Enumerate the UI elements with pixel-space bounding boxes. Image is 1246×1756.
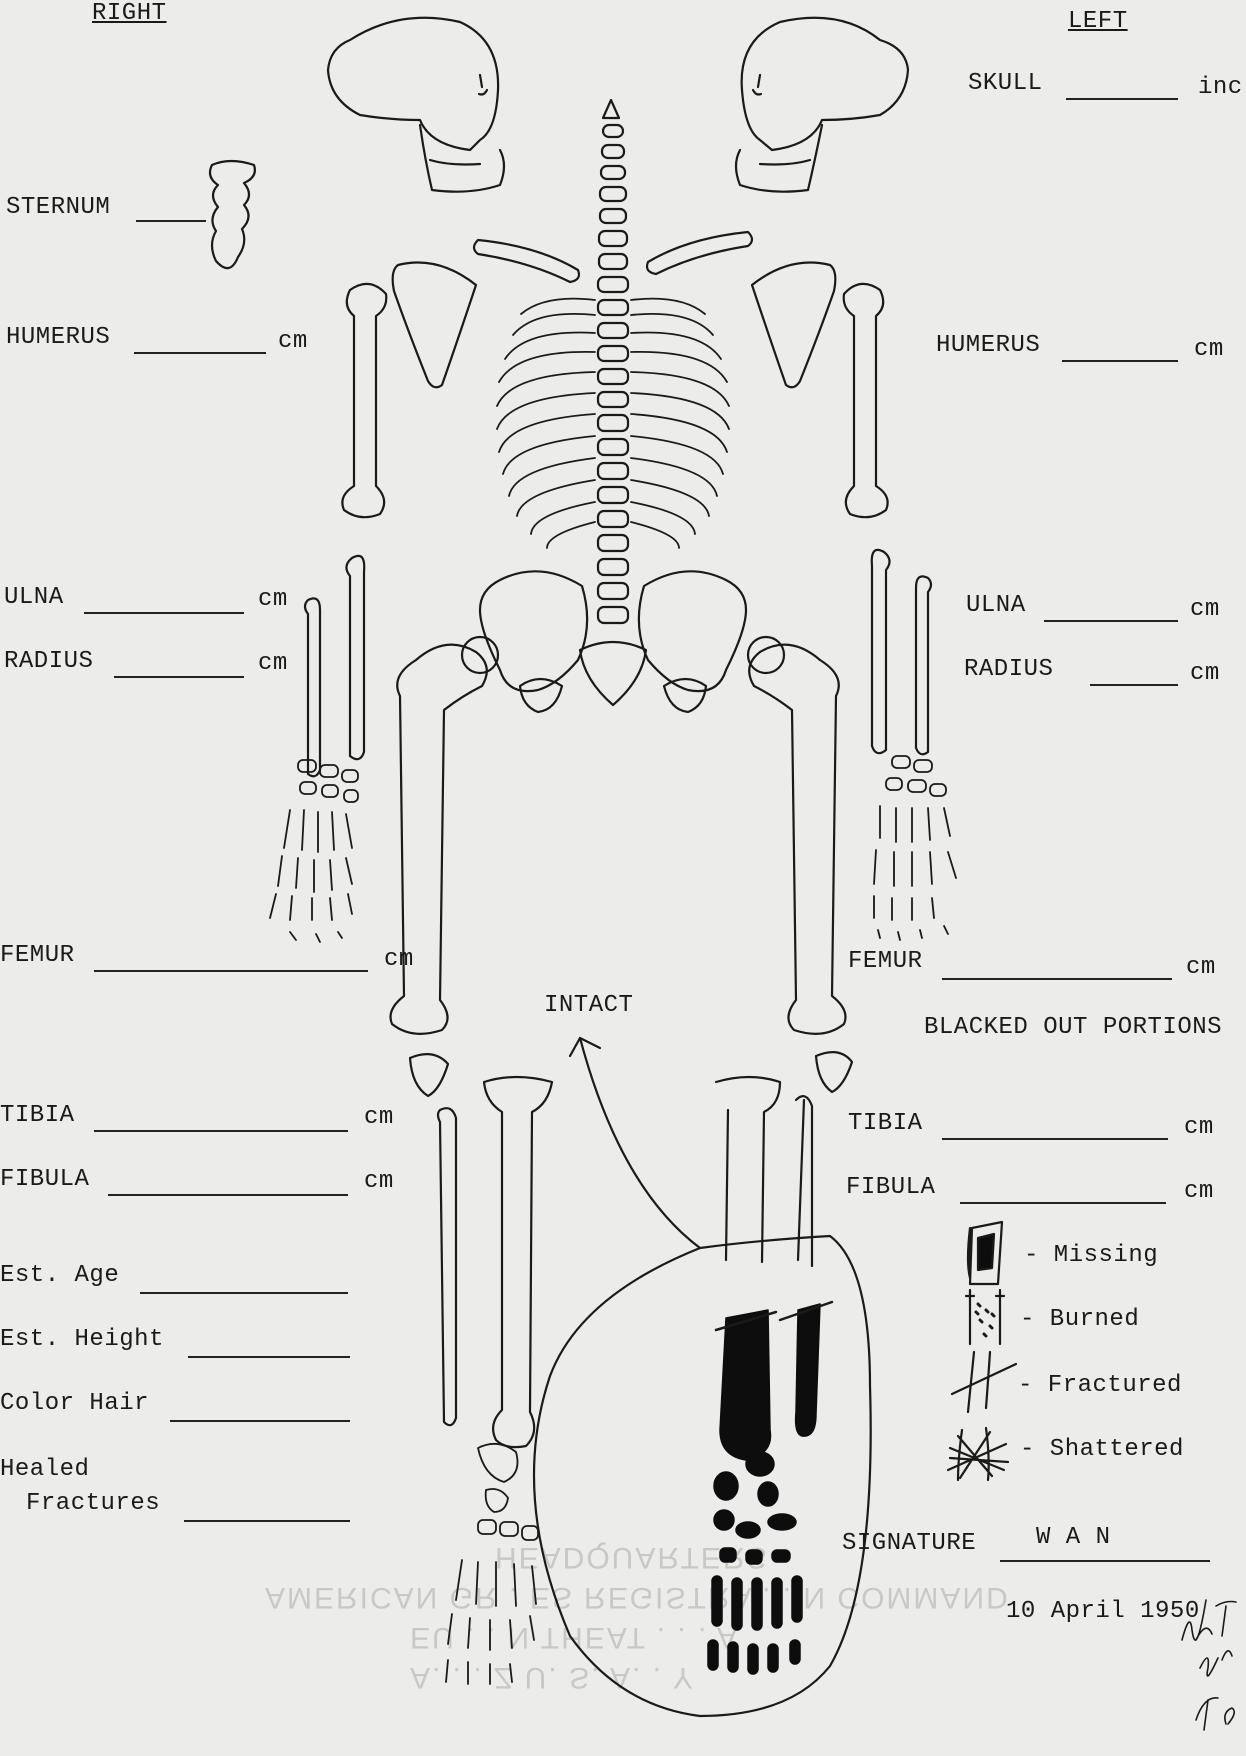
left-ulna-icon <box>916 576 931 754</box>
healed-label: Healed <box>0 1456 89 1483</box>
est-age-field[interactable] <box>140 1292 348 1294</box>
right-ulna-field[interactable] <box>84 612 244 614</box>
right-humerus-label: HUMERUS <box>6 324 110 351</box>
right-femur-label: FEMUR <box>0 942 75 969</box>
left-scapula-icon <box>752 263 835 388</box>
right-clavicle-icon <box>474 240 579 282</box>
fractured-icon <box>952 1352 1016 1412</box>
left-hip-bone-icon <box>639 571 746 691</box>
right-fibula-field[interactable] <box>108 1194 348 1196</box>
healed-fractures-field[interactable] <box>184 1520 350 1522</box>
left-tibia-label: TIBIA <box>848 1110 923 1137</box>
right-foot-icon <box>446 1444 538 1684</box>
right-femur-field[interactable] <box>94 970 368 972</box>
color-hair-field[interactable] <box>170 1420 350 1422</box>
left-radius-icon <box>872 550 890 753</box>
left-patella-icon <box>816 1052 852 1092</box>
est-height-field[interactable] <box>188 1356 350 1358</box>
sternum-field[interactable] <box>136 220 206 222</box>
right-ulna-label: ULNA <box>4 584 64 611</box>
signature-field[interactable] <box>1000 1560 1210 1562</box>
right-humerus-unit: cm <box>278 328 308 355</box>
left-humerus-icon <box>844 284 888 517</box>
left-ulna-label: ULNA <box>966 592 1026 619</box>
left-clavicle-icon <box>647 232 752 274</box>
right-femur-icon <box>391 645 487 1034</box>
right-ulna-unit: cm <box>258 586 288 613</box>
left-ulna-unit: cm <box>1190 596 1220 623</box>
est-height-label: Est. Height <box>0 1326 164 1353</box>
right-hand-icon <box>270 760 358 942</box>
left-fibula-label: FIBULA <box>846 1174 935 1201</box>
legend-missing-label: - Missing <box>1024 1242 1158 1269</box>
right-patella-icon <box>410 1054 448 1096</box>
right-radius-field[interactable] <box>114 676 244 678</box>
shattered-icon <box>948 1428 1008 1480</box>
signature-label: SIGNATURE <box>842 1530 976 1557</box>
signature-date: 10 April 1950 <box>1006 1598 1200 1625</box>
left-tibia-unit: cm <box>1184 1114 1214 1141</box>
left-header: LEFT <box>1068 8 1128 35</box>
fractures-label: Fractures <box>26 1490 160 1517</box>
left-fibula-unit: cm <box>1184 1178 1214 1205</box>
right-fibula-unit: cm <box>364 1168 394 1195</box>
burned-icon <box>966 1290 1004 1344</box>
left-humerus-field[interactable] <box>1062 360 1178 362</box>
right-radius-icon <box>305 598 320 776</box>
left-skull-icon <box>736 18 908 192</box>
left-femur-unit: cm <box>1186 954 1216 981</box>
right-scapula-icon <box>393 263 476 388</box>
right-humerus-icon <box>342 284 386 517</box>
est-age-label: Est. Age <box>0 1262 119 1289</box>
spine-icon <box>580 100 646 705</box>
left-radius-field[interactable] <box>1090 684 1178 686</box>
left-radius-unit: cm <box>1190 660 1220 687</box>
right-radius-label: RADIUS <box>4 648 93 675</box>
left-tibia-field[interactable] <box>942 1138 1168 1140</box>
left-hand-icon <box>874 756 956 940</box>
right-fibula-icon <box>438 1108 456 1425</box>
missing-icon <box>968 1222 1002 1284</box>
right-skull-icon <box>328 18 504 192</box>
intact-arrow <box>580 1038 700 1248</box>
left-femur-icon <box>749 645 845 1034</box>
right-femur-unit: cm <box>384 946 414 973</box>
right-hip-bone-icon <box>480 571 587 691</box>
left-foot-blacked-icon <box>708 1304 820 1674</box>
skull-unit: inc <box>1198 74 1243 101</box>
sternum-icon <box>210 161 255 268</box>
right-tibia-unit: cm <box>364 1104 394 1131</box>
right-ulna-icon <box>346 556 364 759</box>
color-hair-label: Color Hair <box>0 1390 149 1417</box>
legend-fractured-label: - Fractured <box>1018 1372 1182 1399</box>
skull-field[interactable] <box>1066 98 1178 100</box>
right-tibia-icon <box>484 1077 552 1447</box>
left-fibula-field[interactable] <box>960 1202 1166 1204</box>
right-tibia-field[interactable] <box>94 1130 348 1132</box>
right-humerus-field[interactable] <box>134 352 266 354</box>
sternum-label: STERNUM <box>6 194 110 221</box>
right-fibula-label: FIBULA <box>0 1166 89 1193</box>
left-femur-label: FEMUR <box>848 948 923 975</box>
left-humerus-label: HUMERUS <box>936 332 1040 359</box>
left-radius-label: RADIUS <box>964 656 1053 683</box>
right-header: RIGHT <box>92 0 167 27</box>
left-ulna-field[interactable] <box>1044 620 1178 622</box>
intact-label: INTACT <box>544 992 633 1019</box>
legend-title: BLACKED OUT PORTIONS <box>924 1014 1222 1041</box>
skull-label: SKULL <box>968 70 1043 97</box>
left-femur-field[interactable] <box>942 978 1172 980</box>
signature-value: W A N <box>1036 1524 1111 1551</box>
right-radius-unit: cm <box>258 650 288 677</box>
legend-shattered-label: - Shattered <box>1020 1436 1184 1463</box>
left-humerus-unit: cm <box>1194 336 1224 363</box>
legend-burned-label: - Burned <box>1020 1306 1139 1333</box>
right-tibia-label: TIBIA <box>0 1102 75 1129</box>
